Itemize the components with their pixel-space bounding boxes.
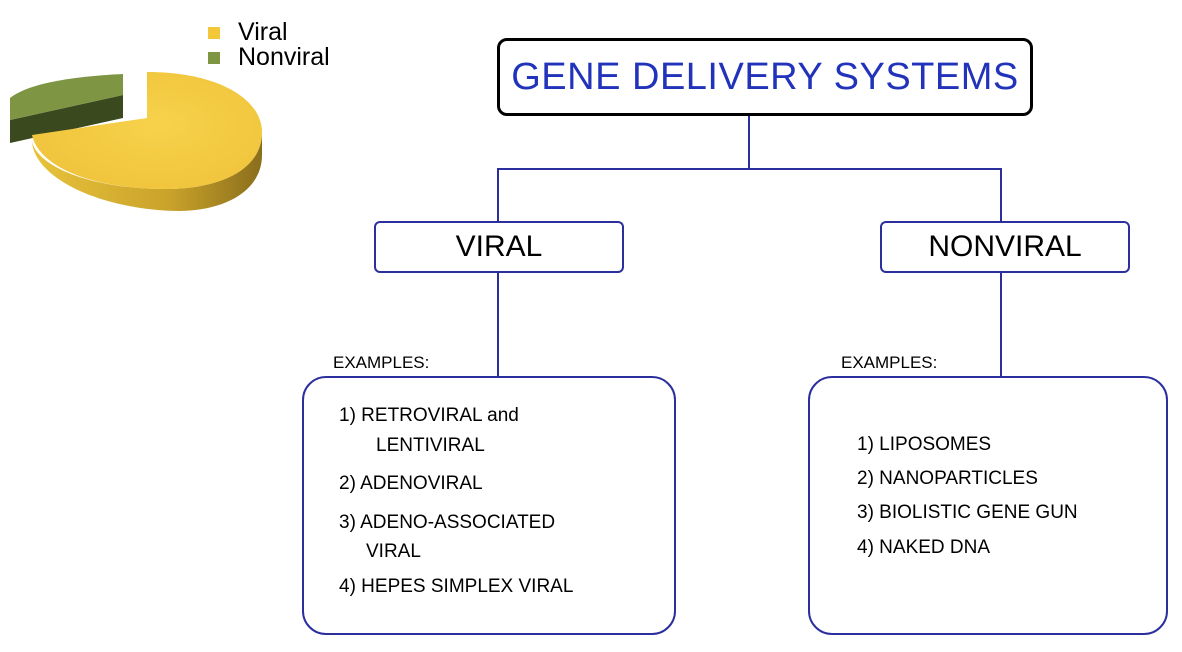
legend-swatch-nonviral (208, 51, 220, 64)
list-item: VIRAL (366, 541, 421, 562)
viral-examples-box: 1) RETROVIRAL and LENTIVIRAL 2) ADENOVIR… (302, 376, 676, 635)
connector-title-down (748, 116, 750, 170)
connector-to-nonviral (1000, 168, 1002, 222)
list-item: 1) RETROVIRAL and (339, 405, 519, 426)
pie-slice-nonviral-top (10, 74, 123, 120)
legend-item-viral: Viral (208, 20, 288, 45)
nonviral-examples-box: 1) LIPOSOMES 2) NANOPARTICLES 3) BIOLIST… (808, 376, 1168, 635)
list-item: LENTIVIRAL (376, 435, 485, 456)
nonviral-category-label: NONVIRAL (928, 230, 1082, 263)
viral-category-box: VIRAL (374, 221, 624, 273)
diagram-title: GENE DELIVERY SYSTEMS (511, 55, 1019, 98)
list-item: 3) BIOLISTIC GENE GUN (857, 502, 1078, 523)
viral-category-label: VIRAL (455, 230, 543, 263)
pie-slice-viral-side (32, 132, 262, 211)
pie-slice-nonviral-side (10, 95, 123, 143)
list-item: 1) LIPOSOMES (857, 434, 992, 455)
connector-nonviral-to-examples (1000, 272, 1002, 377)
viral-examples-label: EXAMPLES: (333, 353, 430, 372)
nonviral-examples-label: EXAMPLES: (841, 353, 938, 372)
list-item: 2) ADENOVIRAL (339, 473, 483, 494)
list-item: 2) NANOPARTICLES (857, 468, 1038, 489)
list-item: 4) HEPES SIMPLEX VIRAL (339, 576, 574, 597)
list-item: 4) NAKED DNA (857, 537, 991, 558)
legend-label-nonviral: Nonviral (238, 43, 330, 71)
pie-slice-viral-top (32, 72, 262, 190)
connector-horizontal (497, 168, 1002, 170)
legend-item-nonviral: Nonviral (208, 45, 330, 70)
legend-swatch-viral (208, 26, 220, 39)
list-item: 3) ADENO-ASSOCIATED (339, 512, 556, 533)
pie-chart (10, 72, 262, 211)
connector-to-viral (497, 168, 499, 222)
nonviral-category-box: NONVIRAL (880, 221, 1130, 273)
title-box: GENE DELIVERY SYSTEMS (497, 38, 1033, 116)
legend-label-viral: Viral (238, 18, 288, 46)
connector-viral-to-examples (497, 272, 499, 377)
